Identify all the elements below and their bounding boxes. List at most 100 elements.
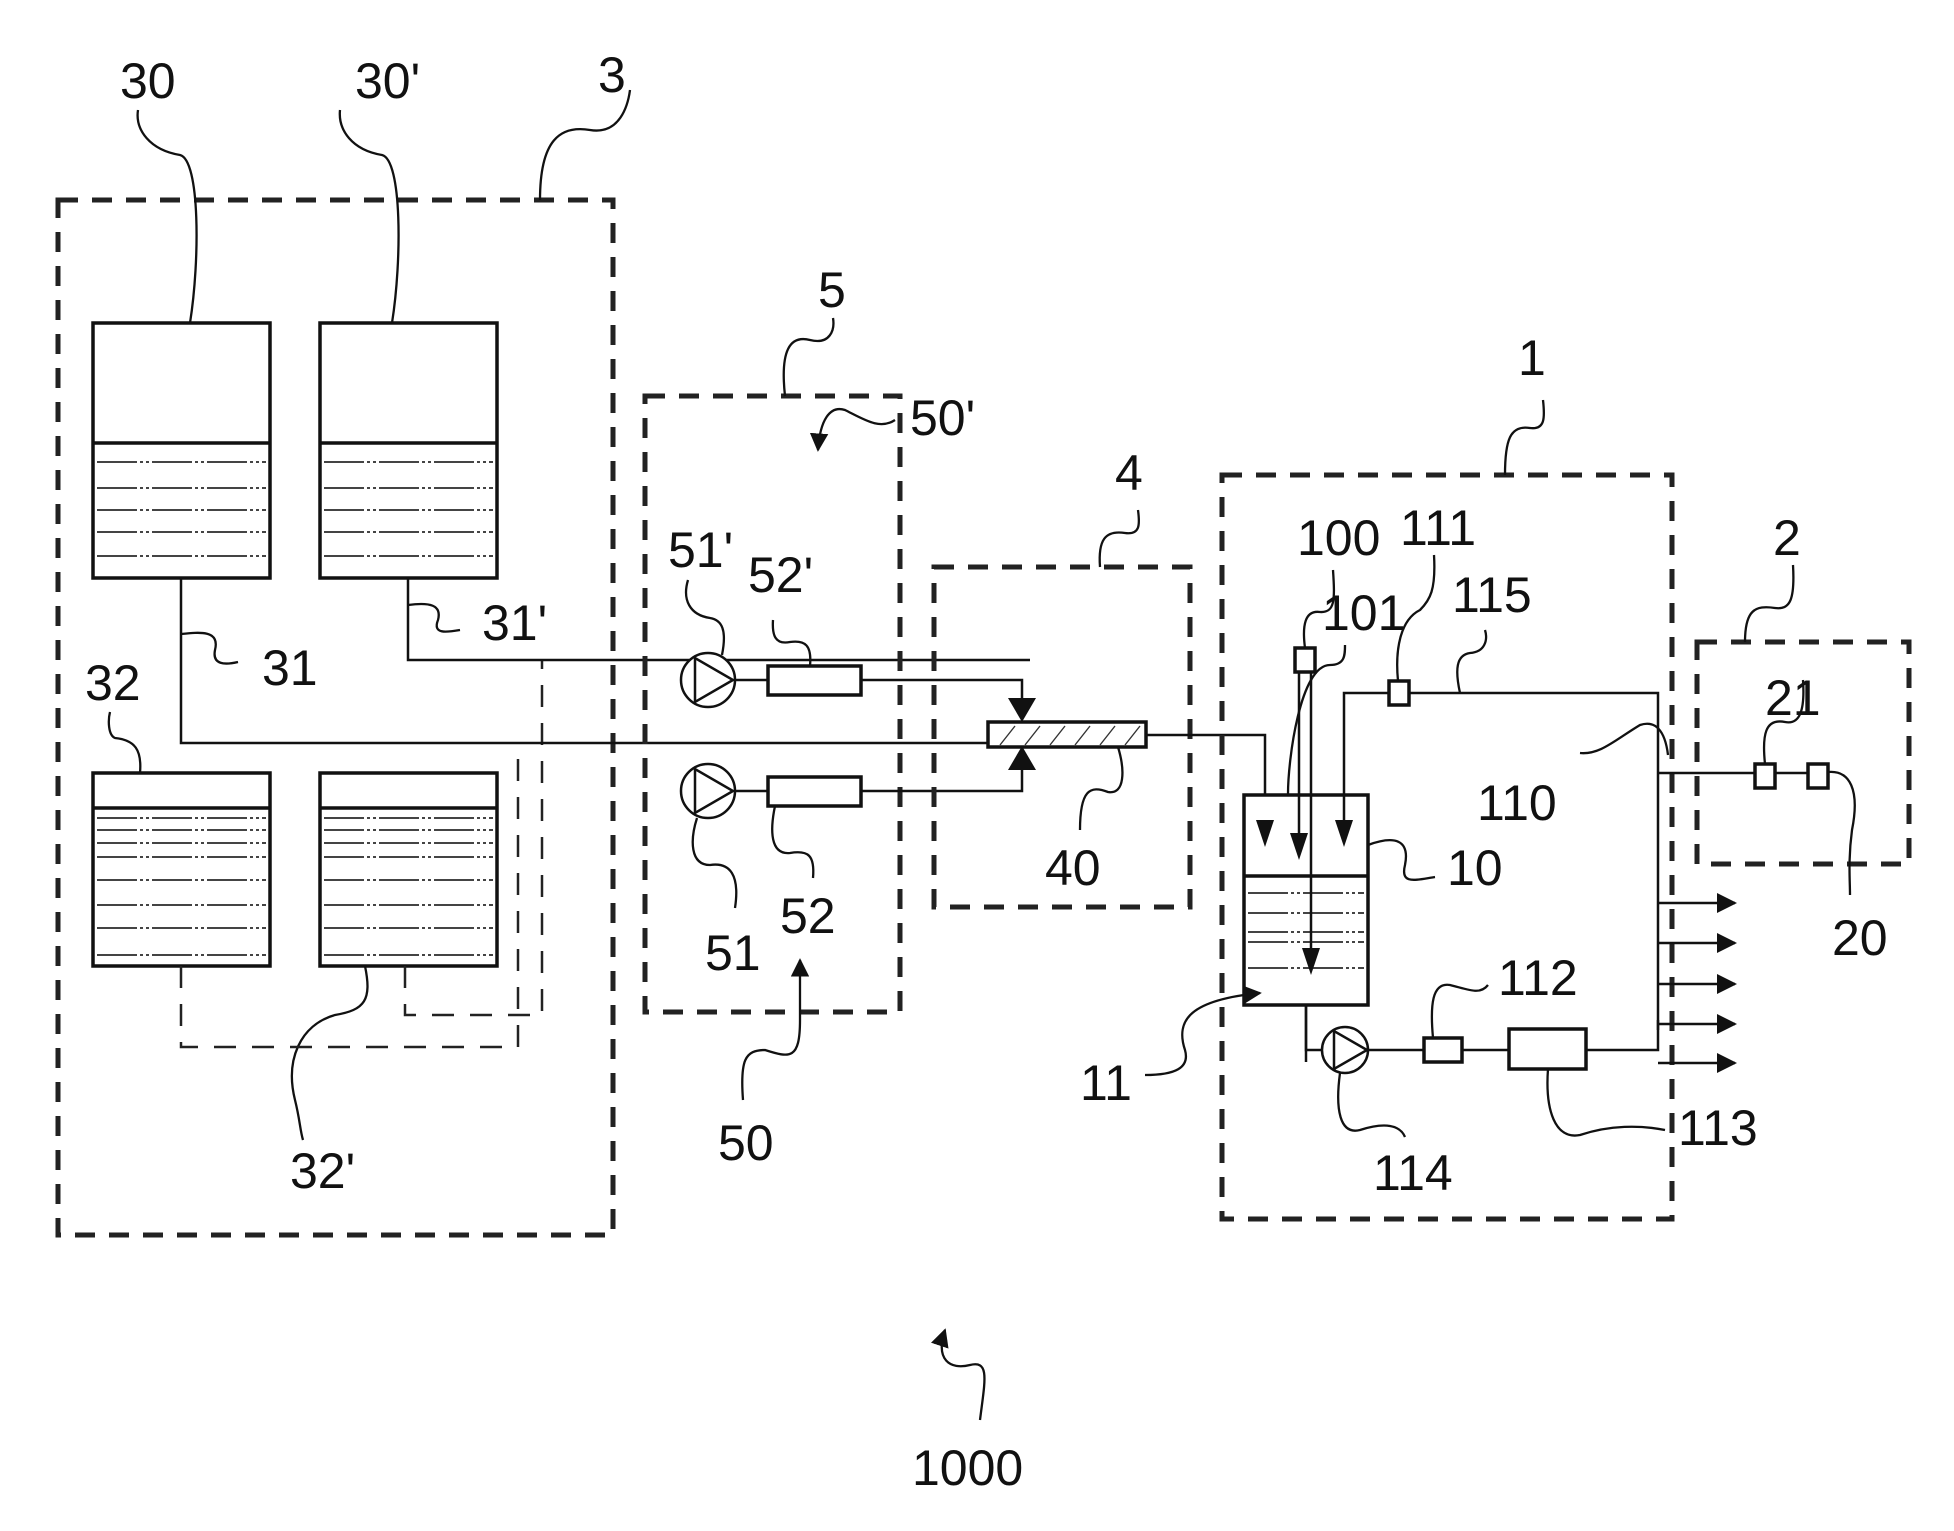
tank-30-prime bbox=[318, 321, 499, 580]
dispensing-unit-boundary bbox=[1219, 472, 1675, 1222]
leader-101-curve bbox=[1286, 644, 1347, 795]
label-mixer-40: 40 bbox=[1045, 840, 1101, 896]
leader-31-prime bbox=[407, 602, 461, 633]
label-circuit-11: 11 bbox=[1080, 1055, 1132, 1111]
pump-51 bbox=[679, 762, 737, 820]
sensor-111 bbox=[1387, 679, 1411, 707]
line-31-prime bbox=[406, 578, 1030, 662]
mixer-40 bbox=[986, 720, 1148, 749]
leader-4 bbox=[1098, 509, 1141, 568]
label-pump-51-prime: 51' bbox=[668, 522, 733, 578]
arrow-down-1 bbox=[1290, 833, 1308, 860]
tank-30 bbox=[91, 321, 272, 580]
circuit-line bbox=[1367, 1020, 1660, 1052]
leader-115 bbox=[1456, 629, 1488, 694]
leader-51 bbox=[691, 817, 738, 909]
label-sensor-112: 112 bbox=[1498, 950, 1578, 1006]
label-meter-52: 52 bbox=[780, 888, 836, 944]
leader-40 bbox=[1078, 746, 1124, 831]
arrow-down-mix bbox=[1256, 820, 1274, 847]
leader-2 bbox=[1743, 564, 1795, 643]
leader-113 bbox=[1546, 1068, 1666, 1137]
sensor-100 bbox=[1293, 646, 1317, 674]
label-dosing-line-50: 50 bbox=[718, 1115, 774, 1171]
label-outlet-20: 20 bbox=[1832, 910, 1888, 966]
leader-11 bbox=[1144, 985, 1262, 1077]
label-pump-unit: 5 bbox=[818, 262, 846, 318]
label-system-1000: 1000 bbox=[912, 1440, 1023, 1496]
pump-51-prime bbox=[679, 651, 737, 709]
storage-unit-group: 3 30 30' bbox=[55, 47, 632, 1238]
label-consumer-unit: 2 bbox=[1773, 510, 1801, 566]
pump-unit-group: 5 51' 52' 50' 51 52 50 bbox=[642, 262, 975, 1171]
label-line-31: 31 bbox=[262, 640, 318, 696]
mixer-unit-group: 4 40 bbox=[931, 445, 1193, 910]
line-115 bbox=[1342, 691, 1660, 1030]
leader-1000 bbox=[931, 1328, 986, 1421]
leader-51-prime bbox=[684, 579, 726, 656]
label-heater-113: 113 bbox=[1678, 1100, 1758, 1156]
label-pump-114: 114 bbox=[1373, 1145, 1453, 1201]
label-mixer-unit: 4 bbox=[1115, 445, 1143, 501]
label-tank-32: 32 bbox=[85, 655, 141, 711]
leader-30 bbox=[136, 109, 198, 324]
leader-30-prime bbox=[338, 109, 400, 324]
leader-5 bbox=[782, 317, 835, 397]
line-50 bbox=[735, 765, 1024, 793]
leader-31 bbox=[180, 631, 239, 665]
label-tank-30-prime: 30' bbox=[355, 53, 420, 109]
label-tank-32-prime: 32' bbox=[290, 1143, 355, 1199]
label-tank-30: 30 bbox=[120, 53, 176, 109]
meter-52-prime bbox=[766, 664, 863, 697]
outlet-20 bbox=[1806, 762, 1830, 790]
label-meter-52-prime: 52' bbox=[748, 547, 813, 603]
leader-21 bbox=[1762, 679, 1805, 765]
storage-unit-boundary bbox=[55, 197, 616, 1238]
leader-50-prime bbox=[809, 407, 896, 452]
label-return-line-110: 110 bbox=[1477, 775, 1557, 831]
leader-100 bbox=[1302, 569, 1336, 649]
leader-32-prime bbox=[290, 965, 369, 1141]
tank-32-prime bbox=[318, 771, 499, 968]
label-line-31-prime: 31' bbox=[482, 595, 547, 651]
leader-3 bbox=[538, 89, 632, 201]
inlet-arrow-upper bbox=[1008, 698, 1036, 722]
label-dispensing-unit: 1 bbox=[1518, 330, 1546, 386]
leader-114 bbox=[1337, 1072, 1407, 1138]
label-reservoir-10: 10 bbox=[1447, 840, 1503, 896]
dispensing-unit-group: 1 10 100 101 bbox=[1080, 330, 1758, 1222]
label-sensor-111: 111 bbox=[1400, 500, 1476, 556]
sensor-100-probe bbox=[1297, 672, 1313, 955]
consumer-unit-boundary bbox=[1694, 639, 1912, 867]
leader-20 bbox=[1827, 770, 1856, 896]
label-storage-unit: 3 bbox=[598, 47, 626, 103]
arrow-down-liquid bbox=[1302, 948, 1320, 975]
valve-21 bbox=[1753, 762, 1777, 790]
leader-1 bbox=[1503, 399, 1546, 476]
label-dosing-line-50-prime: 50' bbox=[910, 390, 975, 446]
meter-52 bbox=[766, 775, 863, 808]
mixer-unit-boundary bbox=[931, 564, 1193, 910]
leader-111 bbox=[1396, 554, 1436, 682]
label-sensor-100: 100 bbox=[1297, 510, 1380, 566]
pump-unit-boundary bbox=[642, 393, 903, 1015]
output-arrows bbox=[1658, 893, 1737, 1073]
pump-114 bbox=[1304, 1005, 1370, 1075]
label-line-115: 115 bbox=[1452, 567, 1532, 623]
heater-113 bbox=[1507, 1027, 1588, 1071]
line-50-prime bbox=[735, 678, 1024, 705]
consumer-unit-group: 2 21 20 bbox=[1658, 510, 1912, 966]
sensor-112 bbox=[1422, 1036, 1464, 1064]
leader-10 bbox=[1367, 839, 1436, 881]
leader-110 bbox=[1579, 722, 1670, 756]
label-pump-51: 51 bbox=[705, 925, 761, 981]
leader-50 bbox=[741, 958, 810, 1101]
label-inlet-101: 101 bbox=[1322, 585, 1405, 641]
leader-52 bbox=[771, 805, 815, 879]
leader-52-prime bbox=[771, 619, 812, 667]
tank-32 bbox=[91, 771, 272, 968]
leader-112 bbox=[1430, 983, 1489, 1039]
dashed-line-32-prime bbox=[403, 660, 544, 1017]
inlet-arrow-lower bbox=[1008, 746, 1036, 770]
